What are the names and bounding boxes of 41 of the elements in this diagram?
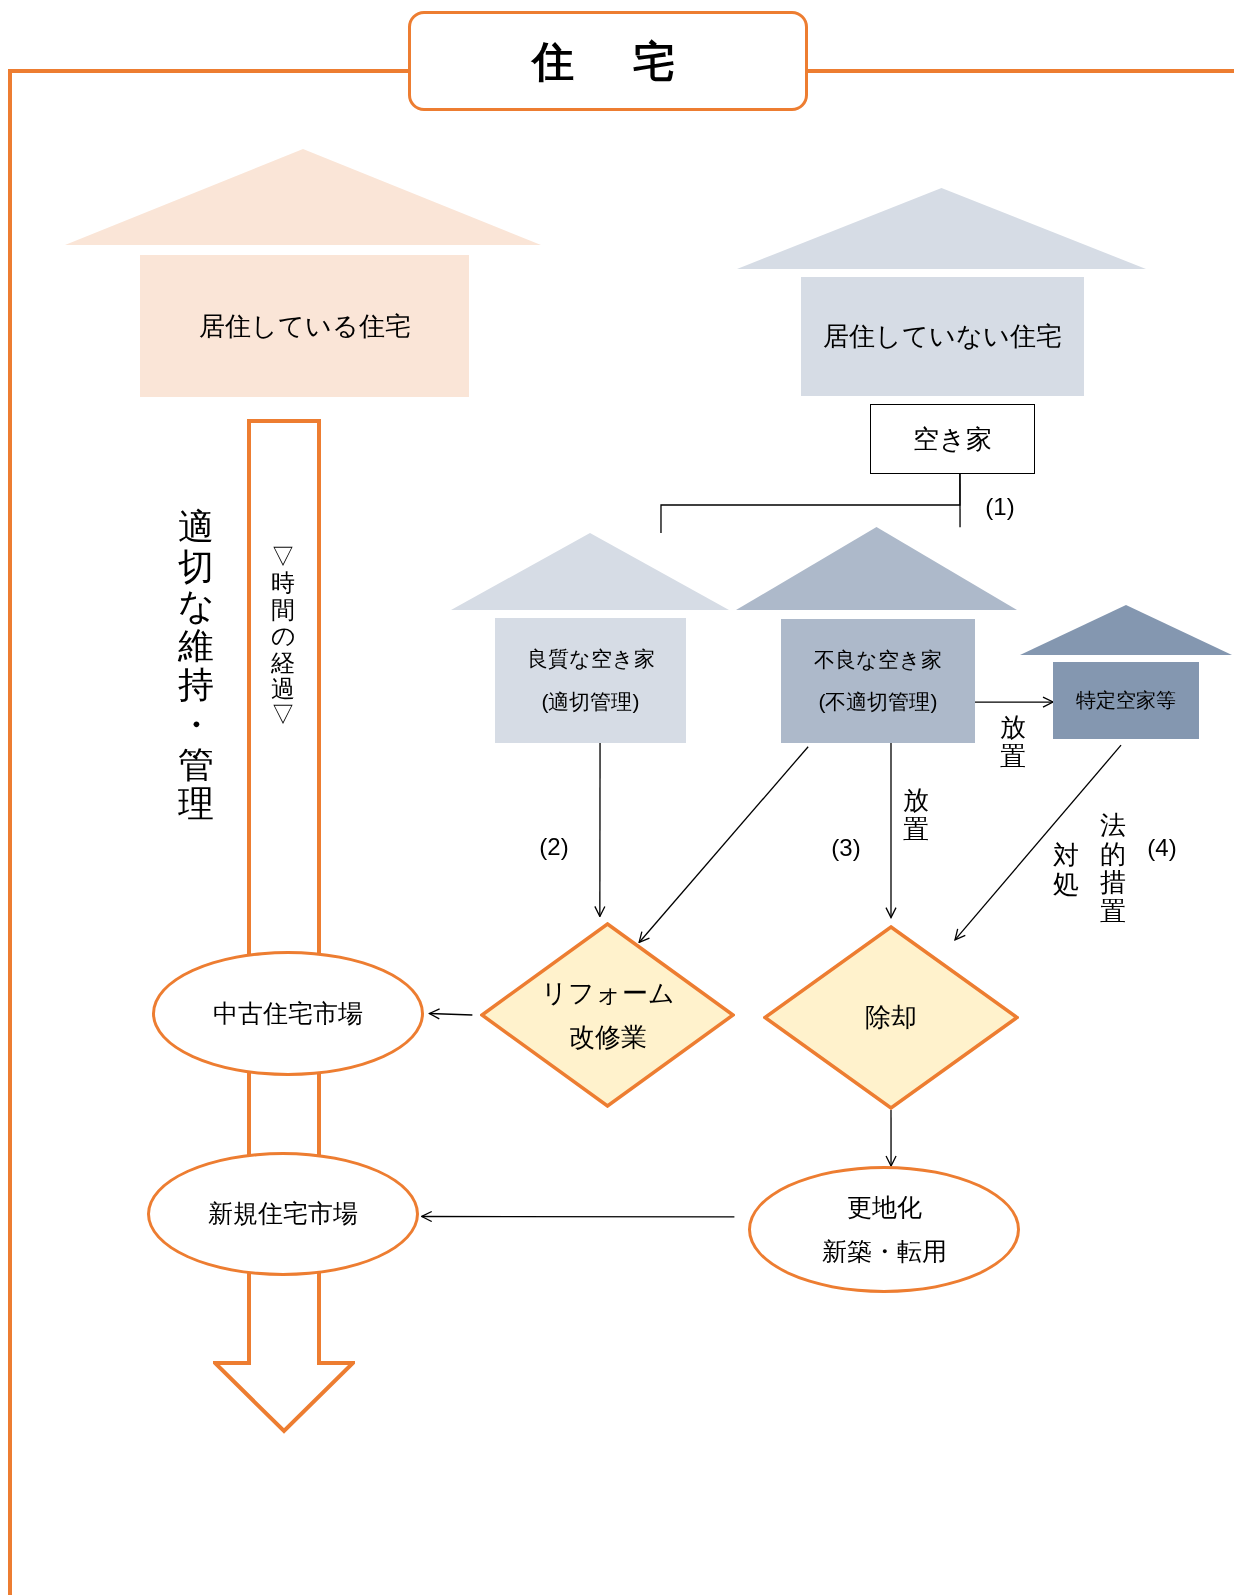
node-text: 新築・転用 [821, 1235, 947, 1267]
node-text: リフォーム [540, 976, 675, 1009]
node-text: 中古住宅市場 [213, 997, 363, 1029]
vertical-label: 法的措置 [1100, 810, 1126, 926]
node-text: (適切管理) [541, 688, 640, 715]
connector-line [959, 473, 961, 528]
arrow [885, 742, 897, 919]
arrow [638, 746, 809, 944]
edge-label: 対処 [1053, 841, 1079, 899]
arrow [594, 742, 606, 918]
node-text: 良質な空き家 [526, 646, 655, 673]
node-text: 空き家 [913, 422, 992, 456]
vertical-label: 適切な維持・管理 [178, 506, 214, 824]
node-text: 不良な空き家 [814, 646, 942, 673]
node-text: 特定空家等 [1076, 688, 1176, 713]
edge-label: 放置 [1000, 713, 1026, 771]
step-number: (4) [1147, 834, 1177, 861]
node-text: 新規住宅市場 [208, 1198, 358, 1230]
title-box: 住 宅 [408, 11, 808, 111]
house-shape [65, 149, 541, 397]
arrow [428, 1008, 473, 1020]
decision-diamond [480, 922, 735, 1108]
edge-label: (2) [539, 833, 569, 860]
node-text: (不適切管理) [818, 689, 938, 715]
node-text: 改修業 [568, 1021, 647, 1054]
arrow [421, 1210, 736, 1223]
arrow [974, 696, 1054, 708]
arrow [954, 744, 1122, 941]
node-text: 居住していない住宅 [823, 320, 1062, 353]
arrow [885, 1109, 897, 1167]
decision-diamond [763, 925, 1019, 1110]
node-text: 居住している住宅 [198, 309, 411, 343]
label-box [870, 404, 1035, 474]
node-text: 更地化 [846, 1192, 922, 1224]
step-number: (3) [831, 834, 861, 861]
house-shape [737, 188, 1146, 396]
house-shape [451, 533, 729, 743]
vertical-text: ▽時間の経過▽ [271, 544, 295, 729]
edge-label: (1) [985, 493, 1015, 520]
node-text: 除却 [865, 1001, 917, 1034]
edge-label: 放置 [903, 786, 929, 844]
